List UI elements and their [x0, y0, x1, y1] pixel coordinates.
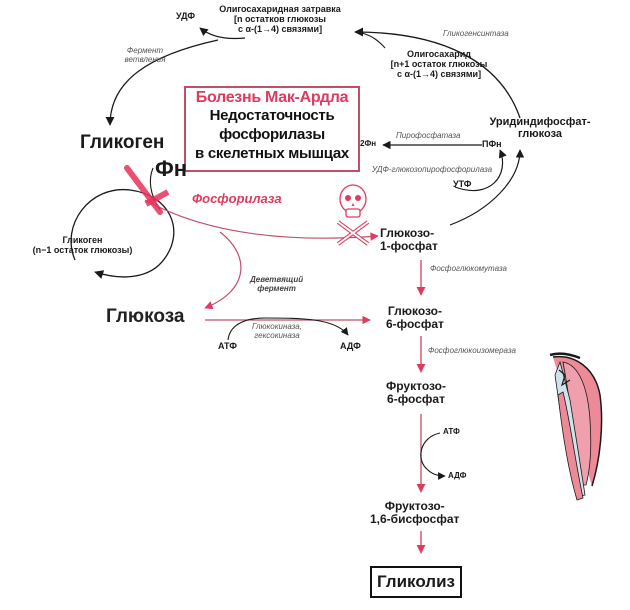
g6p-line-2: 6-фосфат	[386, 317, 444, 332]
glycogen-n-minus-1-line-1: Гликоген	[62, 235, 103, 245]
oligo-primer-line-3: с α-(1→4) связями]	[237, 23, 323, 34]
glycolysis-box: Гликолиз	[370, 566, 462, 598]
glycogen-synthase-label: Гликогенсинтаза	[443, 29, 509, 38]
adp-label-2: АДФ	[448, 471, 467, 480]
disease-title: Болезнь Мак-Ардла	[195, 89, 349, 106]
glucokinase-line-2: гексокиназа	[254, 330, 300, 340]
oligo-label: Олигосахарид [n+1 остаток глюкозы с α-(1…	[374, 49, 504, 80]
arrow-udpg-to-primer	[354, 27, 521, 119]
oligo-primer-line-1: Олигосахаридная затравка	[219, 4, 341, 14]
oligo-line-1: Олигосахарид	[406, 49, 471, 59]
debranching-line-1: Деветвящий	[250, 275, 304, 284]
phosphorylase-label: Фосфорилаза	[192, 191, 282, 206]
branching-line-2: ветвления	[124, 54, 166, 64]
glycogen-label: Гликоген	[80, 132, 165, 153]
arrow-utp-to-ppi	[454, 149, 507, 192]
glucokinase-line-1: Глюкокиназа,	[252, 322, 302, 331]
f6p-line-2: 6-фосфат	[387, 392, 445, 407]
disease-box: Болезнь Мак-Ардла Недостаточность фосфор…	[184, 86, 360, 172]
arrow-oligo-to-primer	[361, 32, 386, 49]
branching-line-1: Фермент	[126, 46, 164, 55]
glucose-1-phosphate-label: Глюкозо- 1-фосфат	[380, 226, 438, 254]
branching-enzyme-label: Фермент ветвления	[120, 46, 170, 65]
g1p-line-1: Глюкозо-	[380, 226, 435, 240]
phosphoglucomutase-label: Фосфоглюкомутаза	[430, 264, 507, 273]
arrow-primer-to-udp	[199, 27, 246, 40]
glucokinase-label: Глюкокиназа, гексокиназа	[252, 322, 302, 341]
glycogen-n-minus-1-line-2: (n−1 остаток глюкозы)	[32, 244, 133, 255]
disease-line-2: фосфорилазы	[219, 125, 325, 143]
oligo-primer-label: Олигосахаридная затравка [n остатков глю…	[205, 4, 355, 35]
fructose-1-6-bisphosphate-label: Фруктозо- 1,6-бисфосфат	[370, 499, 460, 527]
udpg-pyrophosphorylase-label: УДФ-глюкозопирофосфорилаза	[372, 165, 493, 174]
pyrophosphatase-label: Пирофосфатаза	[396, 131, 461, 140]
two-pi-label: 2Фн	[360, 139, 377, 148]
oligo-line-3: с α-(1→4) связями]	[396, 68, 482, 79]
arrow-phosphorylase-to-g1p	[144, 199, 379, 241]
arrow-branching-to-glycogen	[105, 39, 219, 126]
debranching-line-2: фермент	[257, 283, 296, 293]
udpg-line-1: Уридиндифосфат-	[489, 116, 591, 128]
ppi-label: ПФн	[482, 139, 502, 149]
phosphoglucoisomerase-label: Фосфоглюкоизомераза	[428, 346, 516, 355]
udp-label: УДФ	[176, 11, 196, 21]
phosphorylase-block-icon	[124, 165, 170, 215]
atp-label-2: АТФ	[443, 427, 460, 436]
fructose-6-phosphate-label: Фруктозо- 6-фосфат	[386, 379, 446, 407]
f16bp-line-2: 1,6-бисфосфат	[370, 512, 460, 527]
arrow-g1p-to-udpg	[449, 149, 525, 226]
skull-icon	[336, 184, 370, 246]
disease-line-1: Недостаточность	[209, 107, 335, 124]
disease-line-3: в скелетных мышцах	[195, 144, 349, 162]
pi-label: Фн	[155, 156, 188, 181]
adp-label-1: АДФ	[340, 341, 361, 351]
g6p-line-1: Глюкозо-	[387, 304, 442, 318]
oligo-primer-line-2: [n остатков глюкозы	[234, 13, 326, 24]
udp-glucose-label: Уридиндифосфат- глюкоза	[480, 116, 600, 140]
arrow-atp-to-adp-2	[420, 432, 446, 480]
oligo-line-2: [n+1 остаток глюкозы	[390, 58, 488, 69]
muscle-illustration	[549, 352, 603, 501]
debranching-enzyme-label: Деветвящий фермент	[250, 275, 304, 294]
f16bp-line-1: Фруктозо-	[384, 499, 445, 513]
glucose-6-phosphate-label: Глюкозо- 6-фосфат	[386, 304, 444, 332]
g1p-line-2: 1-фосфат	[380, 239, 438, 254]
arrow-debranching-to-glucose	[204, 231, 242, 310]
f6p-line-1: Фруктозо-	[386, 379, 446, 393]
glucose-label: Глюкоза	[106, 306, 185, 327]
glycogen-n-minus-1-label: Гликоген (n−1 остаток глюкозы)	[10, 235, 155, 256]
arrow-glycogen-loop	[70, 189, 175, 279]
utp-label: УТФ	[453, 179, 472, 189]
atp-label-1: АТФ	[218, 341, 237, 351]
arrow-atp-to-adp-1	[227, 317, 349, 341]
udpg-line-2: глюкоза	[517, 128, 563, 141]
